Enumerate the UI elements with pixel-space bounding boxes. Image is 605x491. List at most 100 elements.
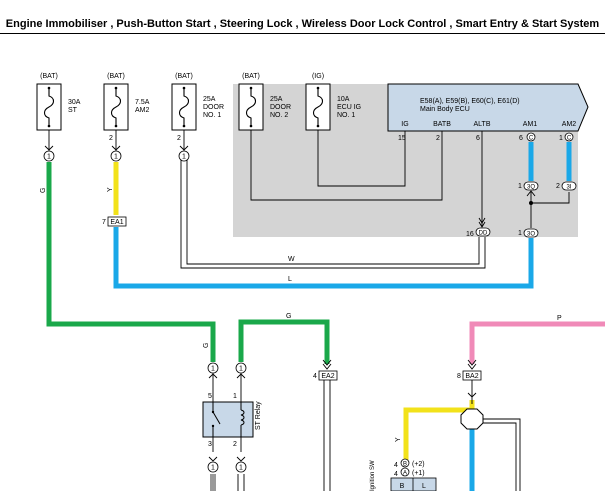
ecu-am2-connector: C: [567, 136, 572, 142]
fuse-5-symbol: [312, 88, 324, 126]
main-body-ecu-box: [387, 83, 589, 132]
ecu-terminal-am1: AM1: [523, 121, 538, 128]
ecu-terminal-altb: ALTB: [474, 121, 491, 128]
junction-3q: 3Q: [527, 185, 535, 191]
ignition-pin-a: 4: [394, 471, 398, 478]
ea2-connector: EA2: [321, 373, 334, 380]
ignition-pin-b: 4: [394, 462, 398, 469]
title-divider: [0, 33, 605, 34]
fuse-2-connector: 1: [114, 154, 118, 161]
wire-door2-batb: [250, 130, 443, 201]
junction-3i-box: [561, 181, 577, 191]
junction-3i: 3I: [566, 185, 571, 191]
fuse-3-rating: 25A: [203, 96, 216, 103]
fuse-5-name: ECU IG: [337, 104, 361, 111]
relay-pin-2: 2: [233, 441, 237, 448]
fuse-1-connector: 1: [47, 154, 51, 161]
wire-green-st: [46, 162, 216, 362]
junction-pin-a: 1: [518, 183, 522, 190]
relay-lower-connector-1: 1: [211, 465, 215, 472]
ecu-am1-connector-circle: [526, 132, 536, 142]
fuse-3-connector: 1: [182, 154, 186, 161]
ea2-connector-box: [318, 370, 338, 381]
junction-pin-c: 1: [518, 230, 522, 237]
wire-label-g-relay: G: [203, 343, 210, 348]
st-relay-box: [202, 401, 254, 438]
fuse-1-symbol: [43, 88, 55, 126]
ecu-pin-am1: 6: [519, 135, 523, 142]
ea2-pin: 4: [313, 373, 317, 380]
wire-label-g-vertical: G: [40, 188, 47, 193]
fuse-4-symbol: [245, 88, 257, 126]
wire-blue-l: [113, 227, 534, 289]
ignition-col-l: L: [422, 483, 426, 490]
ignition-conn-b-circle: [400, 458, 410, 468]
relay-coil-icon: [240, 409, 245, 426]
ba2-pin: 8: [457, 373, 461, 380]
junction-3o: 3O: [527, 232, 535, 238]
relay-pin-3: 3: [208, 441, 212, 448]
ecu-terminal-ig: IG: [401, 121, 408, 128]
ignition-col-b: B: [400, 483, 405, 490]
ignition-conn-a: A: [403, 471, 407, 477]
fuse-5-name-2: NO. 1: [337, 112, 355, 119]
dd-connector-box: [475, 227, 491, 237]
wire-label-y-lower: Y: [395, 437, 402, 442]
fuse-3-source: (BAT): [175, 73, 193, 80]
ecu-am2-connector-circle: [564, 132, 574, 142]
wire-label-y-upper: Y: [107, 187, 114, 192]
wire-label-w: W: [288, 256, 295, 263]
ea1-connector-box: [107, 216, 127, 227]
fuse-3-name: DOOR: [203, 104, 224, 111]
ecu-terminal-am2: AM2: [562, 121, 577, 128]
fuse-4-source: (BAT): [242, 73, 260, 80]
fuse-4-rating: 25A: [270, 96, 283, 103]
fuse-2-symbol: [110, 88, 122, 126]
fuse-5-rating: 10A: [337, 96, 350, 103]
junction-3q-box: [523, 181, 539, 191]
ignition-switch-box: [390, 477, 437, 491]
junction-3o-box: [523, 228, 539, 238]
relay-upper-connector-1: 1: [211, 366, 215, 373]
ea1-connector: EA1: [110, 219, 123, 226]
wire-green-ea2: [238, 319, 330, 364]
ignition-conn-b: B: [403, 462, 407, 468]
relay-pin-1: 1: [233, 393, 237, 400]
splice-junction: [460, 408, 484, 430]
wire-pink-p: [469, 321, 605, 364]
fuse-1-source: (BAT): [40, 73, 58, 80]
ecu-pin-batb: 2: [436, 135, 440, 142]
fuse-5-source: (IG): [312, 73, 324, 80]
ecu-pin-altb: 6: [476, 135, 480, 142]
fuse-4-name-2: NO. 2: [270, 112, 288, 119]
relay-upper-connector-2: 1: [239, 366, 243, 373]
fuse-3-pin: 2: [177, 135, 181, 142]
fuse-2-name: AM2: [135, 107, 150, 114]
wire-label-l: L: [288, 276, 292, 283]
fuse-1-name: ST: [68, 107, 78, 114]
fuse-2-source: (BAT): [107, 73, 125, 80]
ecu-terminal-batb: BATB: [433, 121, 451, 128]
ecu-pin-am2: 1: [559, 135, 563, 142]
fuse-2-pin: 2: [109, 135, 113, 142]
fuse-2-rating: 7.5A: [135, 99, 150, 106]
wire-label-p: P: [557, 315, 562, 322]
dd-pin: 16: [466, 231, 474, 238]
ecu-name-label: Main Body ECU: [420, 106, 470, 113]
ecu-connectors-label: E58(A), E59(B), E60(C), E61(D): [420, 98, 520, 105]
ignition-term-a: (+1): [412, 470, 425, 477]
ignition-conn-a-circle: [400, 467, 410, 477]
dd-connector: DD: [479, 231, 488, 237]
wire-ecuig-ig: [317, 130, 406, 187]
wire-yellow-ignition: [403, 400, 475, 462]
diagram-title: Engine Immobiliser , Push-Button Start ,…: [5, 18, 600, 30]
ignition-switch-label: Ignition SW: [370, 460, 376, 491]
fuse-1-rating: 30A: [68, 99, 81, 106]
ea1-pin: 7: [102, 219, 106, 226]
relay-lower-connector-2: 1: [239, 465, 243, 472]
fuse-3-name-2: NO. 1: [203, 112, 221, 119]
wire-gray-relay: [210, 474, 216, 491]
junction-pin-b: 2: [556, 183, 560, 190]
ecu-am1-connector: C: [529, 136, 534, 142]
